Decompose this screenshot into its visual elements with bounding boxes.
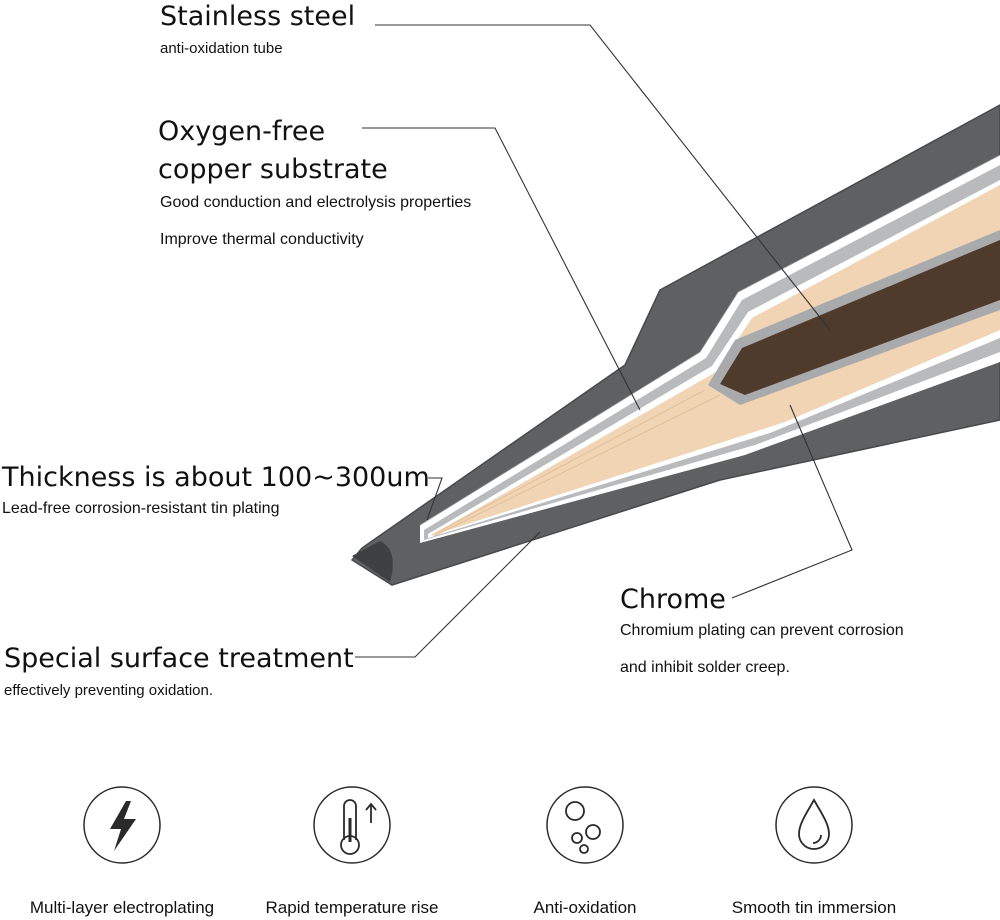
bubbles-icon xyxy=(565,801,601,854)
leader-chrome xyxy=(731,404,853,599)
feature-rapid-temperature: Rapid temperature rise xyxy=(266,786,439,917)
tip-end-cap xyxy=(352,541,393,582)
feature-label: Smooth tin immersion xyxy=(732,898,896,917)
callout-line1: Good conduction and electrolysis propert… xyxy=(160,194,471,211)
callout-thickness: Thickness is about 100~300um Lead-free c… xyxy=(1,462,430,517)
callout-subtitle: Lead-free corrosion-resistant tin platin… xyxy=(2,500,279,517)
callout-subtitle: anti-oxidation tube xyxy=(160,40,283,57)
feature-label: Multi-layer electroplating xyxy=(30,898,214,917)
leader-thickness xyxy=(426,477,443,521)
callout-line2: Improve thermal conductivity xyxy=(160,231,364,248)
callout-line1: Chromium plating can prevent corrosion xyxy=(620,622,904,639)
leader-lines xyxy=(355,24,853,658)
leader-surface xyxy=(355,531,541,658)
copper-substrate xyxy=(430,185,1000,536)
callout-title: Stainless steel xyxy=(160,1,355,32)
soldering-tip-cutaway xyxy=(350,104,1000,586)
shell-outline xyxy=(419,154,1000,526)
callout-title: Thickness is about 100~300um xyxy=(1,462,430,493)
copper-core xyxy=(720,240,1000,395)
callout-surface-treatment: Special surface treatment effectively pr… xyxy=(4,643,354,699)
callout-chrome: Chrome Chromium plating can prevent corr… xyxy=(620,584,904,676)
icon-circle xyxy=(313,786,391,864)
copper-grain-line xyxy=(431,389,721,537)
feature-label: Rapid temperature rise xyxy=(266,898,439,917)
lightning-bolt-icon xyxy=(110,801,136,851)
icon-circle xyxy=(83,786,161,864)
feature-label: Anti-oxidation xyxy=(533,898,636,917)
callout-title: Chrome xyxy=(620,584,726,615)
feature-anti-oxidation: Anti-oxidation xyxy=(533,786,637,917)
callout-stainless-steel: Stainless steel anti-oxidation tube xyxy=(160,1,355,57)
icon-circle xyxy=(546,786,624,864)
callout-line2: and inhibit solder creep. xyxy=(620,659,790,676)
callout-subtitle: effectively preventing oxidation. xyxy=(4,682,213,699)
outer-shell xyxy=(350,104,1000,586)
thermometer-up-icon xyxy=(340,799,377,855)
leader-copper xyxy=(362,127,641,411)
feature-multi-layer: Multi-layer electroplating xyxy=(30,786,214,917)
callout-title-line1: Oxygen-free xyxy=(158,116,325,147)
callout-title: Special surface treatment xyxy=(4,643,354,674)
feature-smooth-tin: Smooth tin immersion xyxy=(732,786,896,917)
leader-stainless xyxy=(375,24,831,331)
droplet-icon xyxy=(798,798,830,850)
callout-copper-substrate: Oxygen-free copper substrate Good conduc… xyxy=(158,116,471,248)
callout-title-line2: copper substrate xyxy=(158,154,388,185)
icon-circle xyxy=(775,786,853,864)
